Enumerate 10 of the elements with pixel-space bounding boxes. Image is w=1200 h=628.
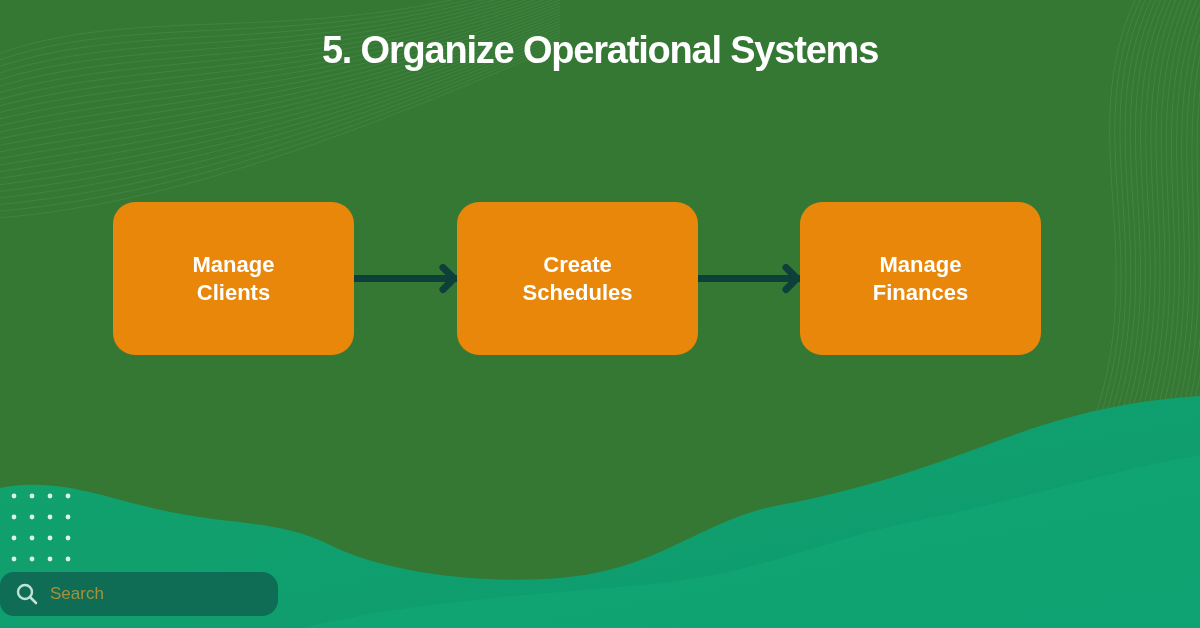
process-box [457,202,698,355]
box-label: Manage Finances [871,250,970,307]
box-label: Manage Clients [191,250,276,307]
box-label: Create Schedules [521,250,634,307]
title: 5. Organize Operational Systems [320,28,880,73]
arrow [698,264,801,293]
process-box [800,202,1041,355]
process-box [113,202,354,355]
search-field: Search [0,572,278,616]
arrow [354,264,458,293]
